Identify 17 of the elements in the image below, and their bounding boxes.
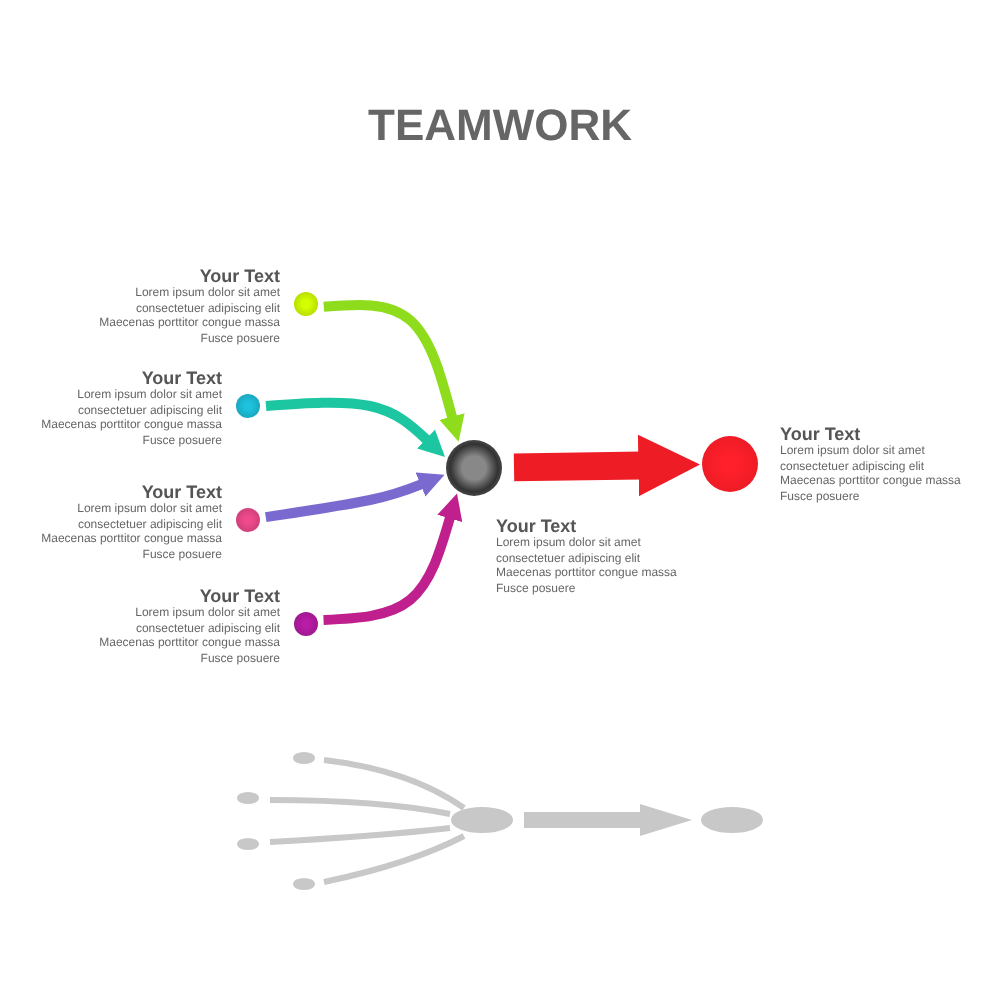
input-circle (294, 612, 318, 636)
heading-text: Your Text (197, 266, 280, 287)
heading-text: Your Text (496, 516, 579, 537)
input-circle (236, 508, 260, 532)
hub-circle (446, 440, 502, 496)
input-circle (236, 394, 260, 418)
heading-text: Your Text (780, 424, 863, 445)
heading-text: Your Text (139, 368, 222, 389)
heading-text: Your Text (197, 586, 280, 607)
target-circle (702, 436, 758, 492)
arrow (265, 397, 446, 457)
arrow (323, 299, 465, 442)
title: TEAMWORK (366, 100, 634, 152)
arrow (265, 472, 445, 523)
arrow (323, 493, 463, 625)
heading-text: Your Text (139, 482, 222, 503)
input-circle (294, 292, 318, 316)
